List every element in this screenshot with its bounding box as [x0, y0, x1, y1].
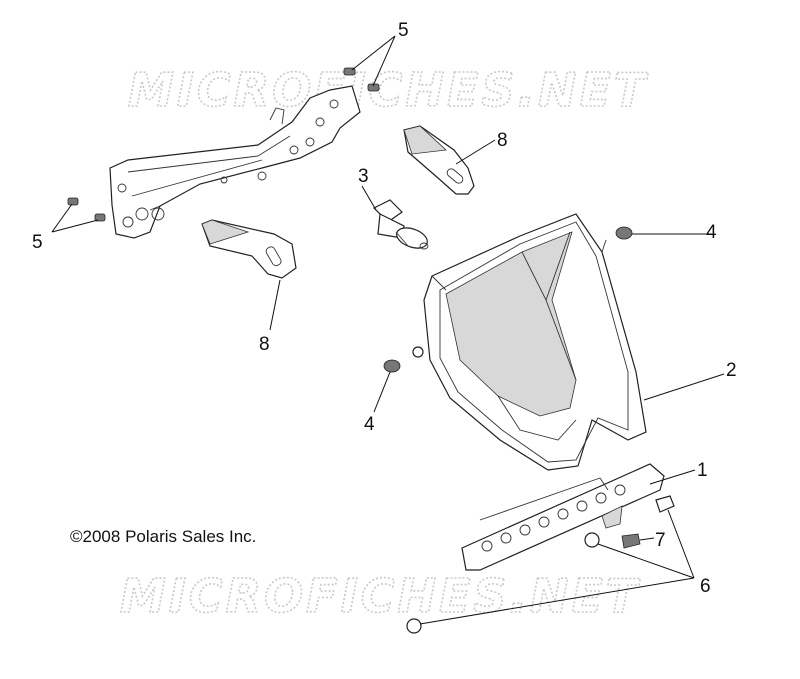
screws-left — [67, 197, 106, 222]
bracket-upper — [403, 125, 475, 195]
headlight-bulb — [372, 199, 429, 250]
callout-8-lower: 8 — [259, 334, 270, 355]
grommets — [383, 226, 633, 373]
watermark-bottom: MICROFICHES.NET — [120, 569, 641, 623]
mounting-plate — [461, 463, 665, 571]
callout-1: 1 — [697, 460, 708, 481]
fasteners — [406, 495, 675, 634]
callout-5-upper: 5 — [398, 20, 409, 41]
mounting-frame-bracket — [109, 85, 361, 239]
callout-5-left: 5 — [32, 232, 43, 253]
callout-4-lower: 4 — [364, 414, 375, 435]
watermark-top: MICROFICHES.NET — [128, 63, 649, 117]
copyright-notice: ©2008 Polaris Sales Inc. — [70, 527, 256, 546]
callout-8-upper: 8 — [497, 130, 508, 151]
callout-7: 7 — [655, 530, 666, 551]
callout-3: 3 — [358, 166, 369, 187]
callout-2: 2 — [726, 360, 737, 381]
bracket-lower — [201, 219, 297, 279]
callout-6: 6 — [700, 576, 711, 597]
headlight-assembly — [412, 213, 647, 471]
speed-nut-clip — [621, 533, 641, 549]
leader-lines — [51, 35, 725, 625]
callout-4-upper: 4 — [706, 222, 717, 243]
